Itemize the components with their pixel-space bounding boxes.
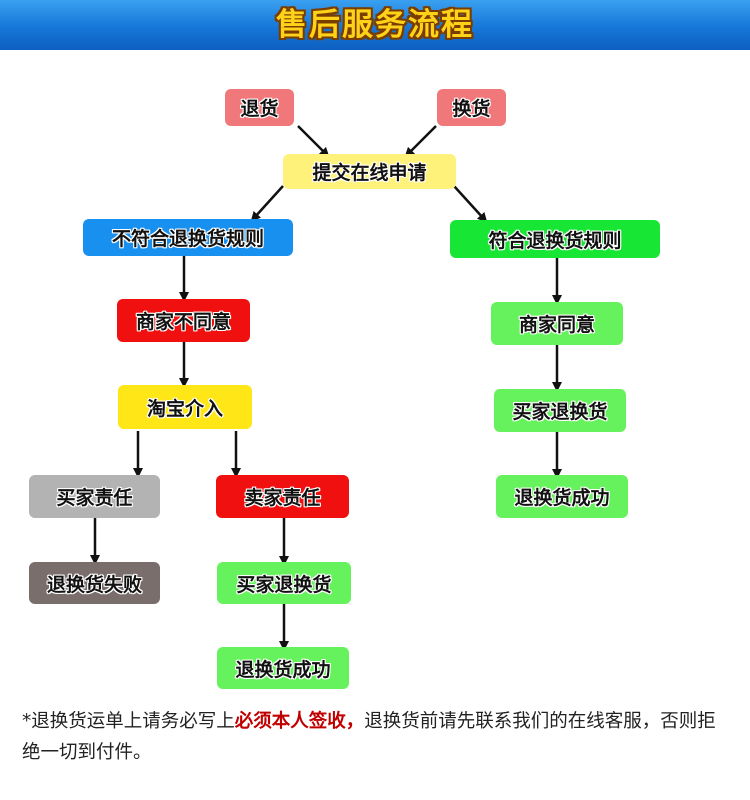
footnote-emphasis: 必须本人签收， [234, 711, 365, 732]
node-return-failed: 退换货失败 [29, 562, 160, 604]
node-return: 退货 [225, 89, 294, 126]
node-seller-responsibility: 卖家责任 [216, 475, 349, 518]
arrow-submit-to-compliant [453, 185, 488, 223]
node-compliant: 符合退换货规则 [450, 220, 660, 258]
footnote: *退换货运单上请务必写上必须本人签收，退换货前请先联系我们的在线客服，否则拒绝一… [22, 706, 732, 768]
node-submit-application: 提交在线申请 [283, 154, 456, 189]
node-taobao-intervene: 淘宝介入 [118, 385, 252, 429]
node-seller-agree: 商家同意 [491, 302, 623, 345]
title-banner: 售后服务流程 [0, 0, 750, 50]
node-seller-disagree: 商家不同意 [117, 299, 250, 342]
page-title: 售后服务流程 [276, 7, 474, 43]
node-buyer-responsibility: 买家责任 [29, 475, 160, 518]
node-not-compliant: 不符合退换货规则 [83, 219, 293, 256]
footnote-text-1: *退换货运单上请务必写上 [22, 711, 235, 732]
arrow-submit-to-notcompliant [250, 185, 284, 222]
node-success-left: 退换货成功 [217, 647, 349, 689]
node-exchange: 换货 [437, 89, 506, 126]
arrow-exchange-to-submit [404, 125, 437, 158]
node-buyer-return-right: 买家退换货 [494, 389, 626, 432]
node-success-right: 退换货成功 [496, 475, 628, 518]
node-buyer-return-left: 买家退换货 [217, 562, 351, 604]
arrow-return-to-submit [297, 125, 330, 158]
footnote-text-2: 退换货前请先联系我们的在线客服，否则拒绝一切到付件。 [22, 711, 716, 763]
